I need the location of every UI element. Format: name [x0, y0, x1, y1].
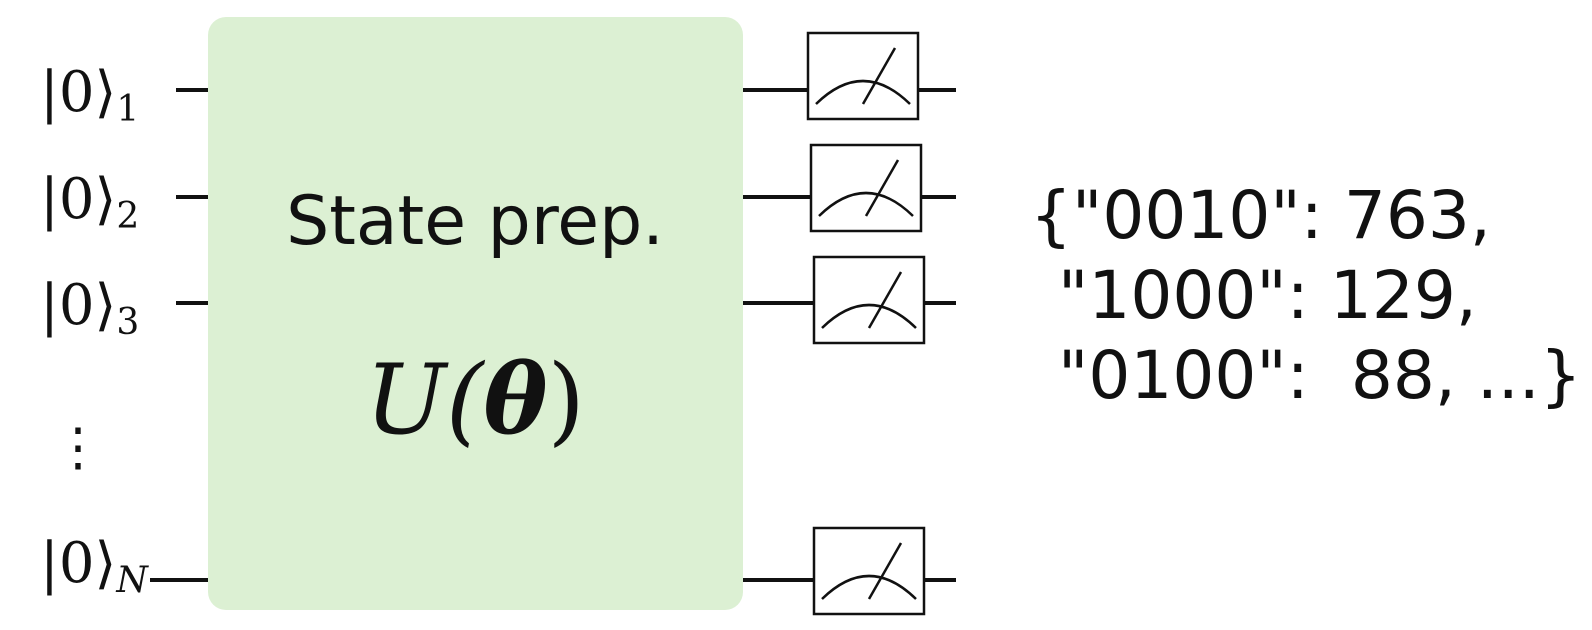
vertical-ellipsis: ⋮ [52, 418, 104, 478]
result-line-3: "0100": 88, ...} [1058, 337, 1582, 414]
qubit-label-N: |0⟩N [40, 531, 149, 601]
result-line-2: "1000": 129, [1058, 257, 1477, 334]
measurement-meter-icon [806, 31, 920, 121]
measurement-meter-icon [812, 526, 926, 616]
measurement-row-2 [743, 143, 956, 233]
measurement-row-1 [743, 31, 956, 121]
measurement-meter-icon [812, 255, 926, 345]
result-line-1: {"0010": 763, [1030, 177, 1491, 254]
gate-operator-prefix: U( [365, 344, 486, 456]
qubit-label-3: |0⟩3 [40, 273, 139, 343]
gate-operator: U(θ) [365, 343, 585, 456]
qubit-label-1: |0⟩1 [40, 60, 139, 130]
gate-operator-param: θ [483, 343, 547, 456]
state-prep-gate [208, 17, 743, 610]
measurement-results: {"0010": 763, "1000": 129, "0100": 88, .… [1030, 177, 1582, 414]
measurement-meter-icon [809, 143, 923, 233]
measurement-row-N [743, 526, 956, 616]
gate-title: State prep. [286, 182, 664, 261]
qubit-label-2: |0⟩2 [40, 167, 139, 237]
measurement-row-3 [743, 255, 956, 345]
gate-operator-suffix: ) [547, 344, 584, 456]
